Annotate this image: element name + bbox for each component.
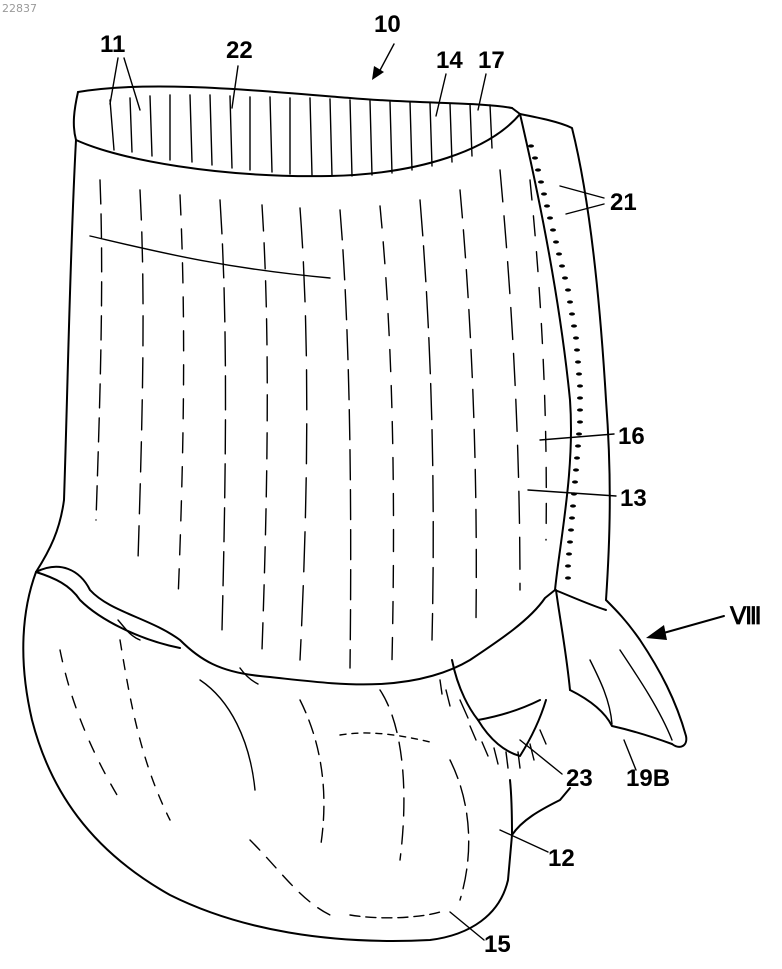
leg-gather-region <box>440 660 546 768</box>
label-13: 13 <box>620 485 647 512</box>
label-17: 17 <box>478 47 505 74</box>
label-viii: Ⅷ <box>729 603 762 630</box>
label-10: 10 <box>374 11 401 38</box>
leader-lines <box>110 58 636 940</box>
label-21: 21 <box>610 189 637 216</box>
label-22: 22 <box>226 37 253 64</box>
item-10-arrow <box>372 44 394 80</box>
label-16: 16 <box>618 423 645 450</box>
upper-body-section <box>36 86 571 684</box>
seam-dot-pattern <box>528 144 583 579</box>
label-15: 15 <box>484 931 511 958</box>
reference-labels: 10 11 22 14 17 21 16 13 12 15 23 19B Ⅷ <box>100 11 762 958</box>
label-23: 23 <box>566 765 593 792</box>
label-12: 12 <box>548 845 575 872</box>
label-19b: 19B <box>626 765 670 792</box>
label-14: 14 <box>436 47 463 74</box>
label-11: 11 <box>100 31 125 58</box>
view-viii-arrow <box>646 616 724 640</box>
side-seam-panel <box>520 114 686 747</box>
corner-id: 22837 <box>2 2 37 15</box>
